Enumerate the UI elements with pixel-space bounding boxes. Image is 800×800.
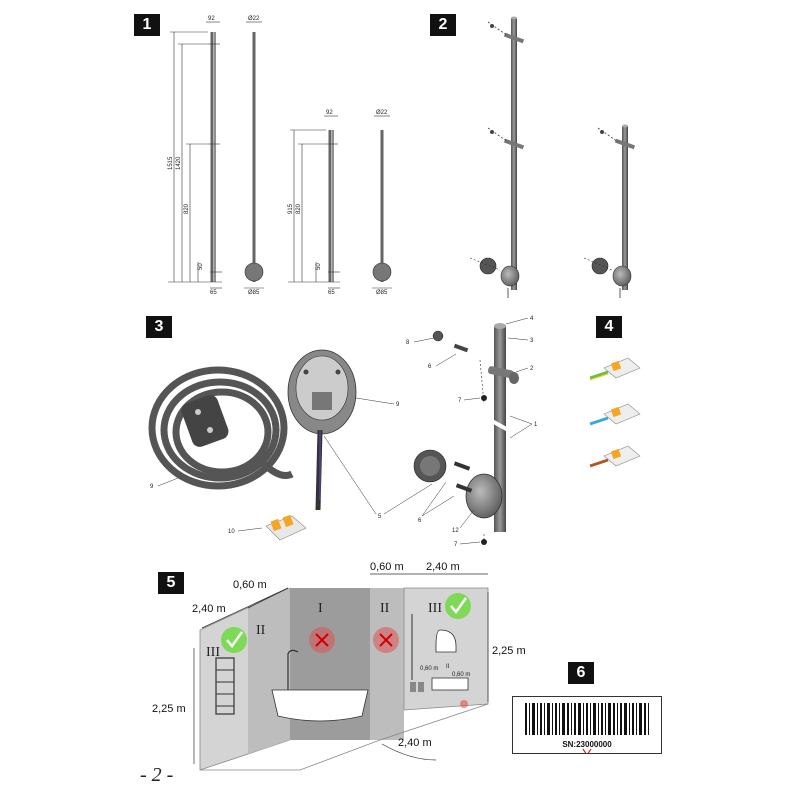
svg-text:820: 820 bbox=[296, 203, 302, 214]
step3-assembly bbox=[413, 323, 519, 546]
step-4-marker: 4 bbox=[596, 316, 622, 338]
svg-text:1420: 1420 bbox=[176, 156, 182, 170]
step-3-marker: 3 bbox=[146, 316, 172, 338]
svg-text:65: 65 bbox=[210, 290, 217, 296]
serial-barcode-label: SN:23000000 bbox=[512, 696, 662, 754]
step3-mounting-cup bbox=[287, 349, 357, 511]
barcode-bars bbox=[525, 703, 649, 735]
svg-text:1515: 1515 bbox=[168, 156, 174, 170]
svg-text:0,60 m: 0,60 m bbox=[420, 666, 438, 672]
svg-text:7: 7 bbox=[458, 398, 462, 404]
svg-text:2,40 m: 2,40 m bbox=[192, 603, 226, 615]
svg-text:Ø22: Ø22 bbox=[376, 110, 388, 116]
step2-tall-rail bbox=[469, 16, 525, 298]
step3-connector-block bbox=[265, 514, 307, 541]
svg-text:7: 7 bbox=[454, 542, 458, 548]
svg-text:4: 4 bbox=[530, 316, 534, 322]
svg-text:10: 10 bbox=[228, 529, 235, 535]
svg-text:2,40 m: 2,40 m bbox=[426, 561, 460, 573]
svg-text:2,40 m: 2,40 m bbox=[398, 737, 432, 749]
step1-small-rail-drawing bbox=[288, 115, 392, 289]
svg-text:0,60 m: 0,60 m bbox=[233, 579, 267, 591]
svg-text:8: 8 bbox=[406, 340, 410, 346]
step3-cable-coil bbox=[148, 366, 294, 490]
svg-text:II: II bbox=[380, 601, 390, 616]
serial-pointer-arrow bbox=[582, 748, 592, 753]
svg-text:Ø85: Ø85 bbox=[376, 290, 388, 296]
step1-large-rail-drawing bbox=[168, 21, 264, 289]
svg-text:6: 6 bbox=[428, 364, 432, 370]
svg-text:92: 92 bbox=[208, 16, 215, 22]
svg-text:III: III bbox=[206, 645, 220, 660]
step-2-marker: 2 bbox=[430, 14, 456, 36]
svg-text:2,25 m: 2,25 m bbox=[492, 645, 526, 657]
svg-text:9: 9 bbox=[396, 402, 400, 408]
svg-text:III: III bbox=[428, 601, 442, 616]
svg-text:12: 12 bbox=[452, 528, 459, 534]
step3-plug bbox=[181, 395, 229, 447]
serial-number: SN:23000000 bbox=[562, 740, 612, 749]
step5-bathroom-diagram bbox=[193, 573, 489, 771]
page-number: - 2 - bbox=[140, 764, 174, 786]
svg-text:915: 915 bbox=[288, 203, 294, 214]
svg-text:50: 50 bbox=[316, 263, 322, 270]
step2-short-rail bbox=[583, 124, 636, 298]
svg-text:65: 65 bbox=[328, 290, 335, 296]
svg-text:92: 92 bbox=[326, 110, 333, 116]
svg-text:II: II bbox=[446, 664, 450, 670]
svg-text:9: 9 bbox=[150, 484, 154, 490]
svg-text:Ø22: Ø22 bbox=[248, 16, 260, 22]
svg-text:Ø85: Ø85 bbox=[248, 290, 260, 296]
step-6-marker: 6 bbox=[568, 662, 594, 684]
svg-text:2: 2 bbox=[530, 366, 534, 372]
svg-text:I: I bbox=[318, 601, 323, 616]
svg-text:5: 5 bbox=[378, 514, 382, 520]
step4-connector-green bbox=[589, 357, 641, 381]
svg-text:II: II bbox=[256, 623, 266, 638]
step-5-marker: 5 bbox=[158, 572, 184, 594]
step4-connector-blue bbox=[589, 403, 641, 426]
step4-connector-brown bbox=[589, 445, 641, 468]
svg-text:3: 3 bbox=[530, 338, 534, 344]
svg-text:2,25 m: 2,25 m bbox=[152, 703, 186, 715]
svg-text:0,60 m: 0,60 m bbox=[452, 672, 470, 678]
svg-text:6: 6 bbox=[418, 518, 422, 524]
svg-text:1: 1 bbox=[534, 422, 538, 428]
step-1-marker: 1 bbox=[134, 14, 160, 36]
step3-part-labels: 9 10 9 5 8 6 7 4 3 2 1 6 12 7 bbox=[150, 316, 538, 548]
svg-text:820: 820 bbox=[184, 203, 190, 214]
svg-text:0,60 m: 0,60 m bbox=[370, 561, 404, 573]
svg-text:50: 50 bbox=[198, 263, 204, 270]
